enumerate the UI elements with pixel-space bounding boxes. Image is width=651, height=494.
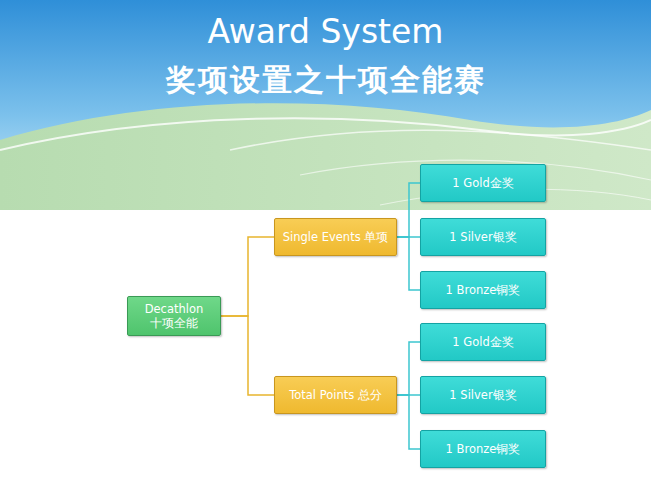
tree-connector xyxy=(221,237,274,316)
award-box: 1 Bronze铜奖 xyxy=(420,430,546,468)
slide-subtitle: 奖项设置之十项全能赛 xyxy=(0,60,651,101)
tree-connector xyxy=(397,183,420,237)
root-box: Decathlon 十项全能 xyxy=(127,296,221,336)
tree-connector xyxy=(397,237,420,290)
award-box: 1 Gold金奖 xyxy=(420,323,546,361)
node-label: 1 Bronze铜奖 xyxy=(446,442,521,456)
award-box: 1 Silver银奖 xyxy=(420,218,546,256)
node-label: Single Events 单项 xyxy=(283,230,389,244)
node-label: 1 Gold金奖 xyxy=(452,176,513,190)
slide-title: Award System xyxy=(0,12,651,51)
award-box: 1 Silver银奖 xyxy=(420,376,546,414)
tree-connector xyxy=(397,342,420,395)
node-label: 1 Silver银奖 xyxy=(449,230,516,244)
tree-connector xyxy=(221,316,274,395)
tree-connector xyxy=(397,395,420,449)
node-label: Total Points 总分 xyxy=(289,388,382,402)
node-label: 1 Silver银奖 xyxy=(449,388,516,402)
node-label: 1 Gold金奖 xyxy=(452,335,513,349)
node-label: 1 Bronze铜奖 xyxy=(446,283,521,297)
award-box: 1 Bronze铜奖 xyxy=(420,271,546,309)
category-box: Single Events 单项 xyxy=(274,218,397,256)
node-label: Decathlon 十项全能 xyxy=(134,302,214,331)
category-box: Total Points 总分 xyxy=(274,376,397,414)
award-box: 1 Gold金奖 xyxy=(420,164,546,202)
